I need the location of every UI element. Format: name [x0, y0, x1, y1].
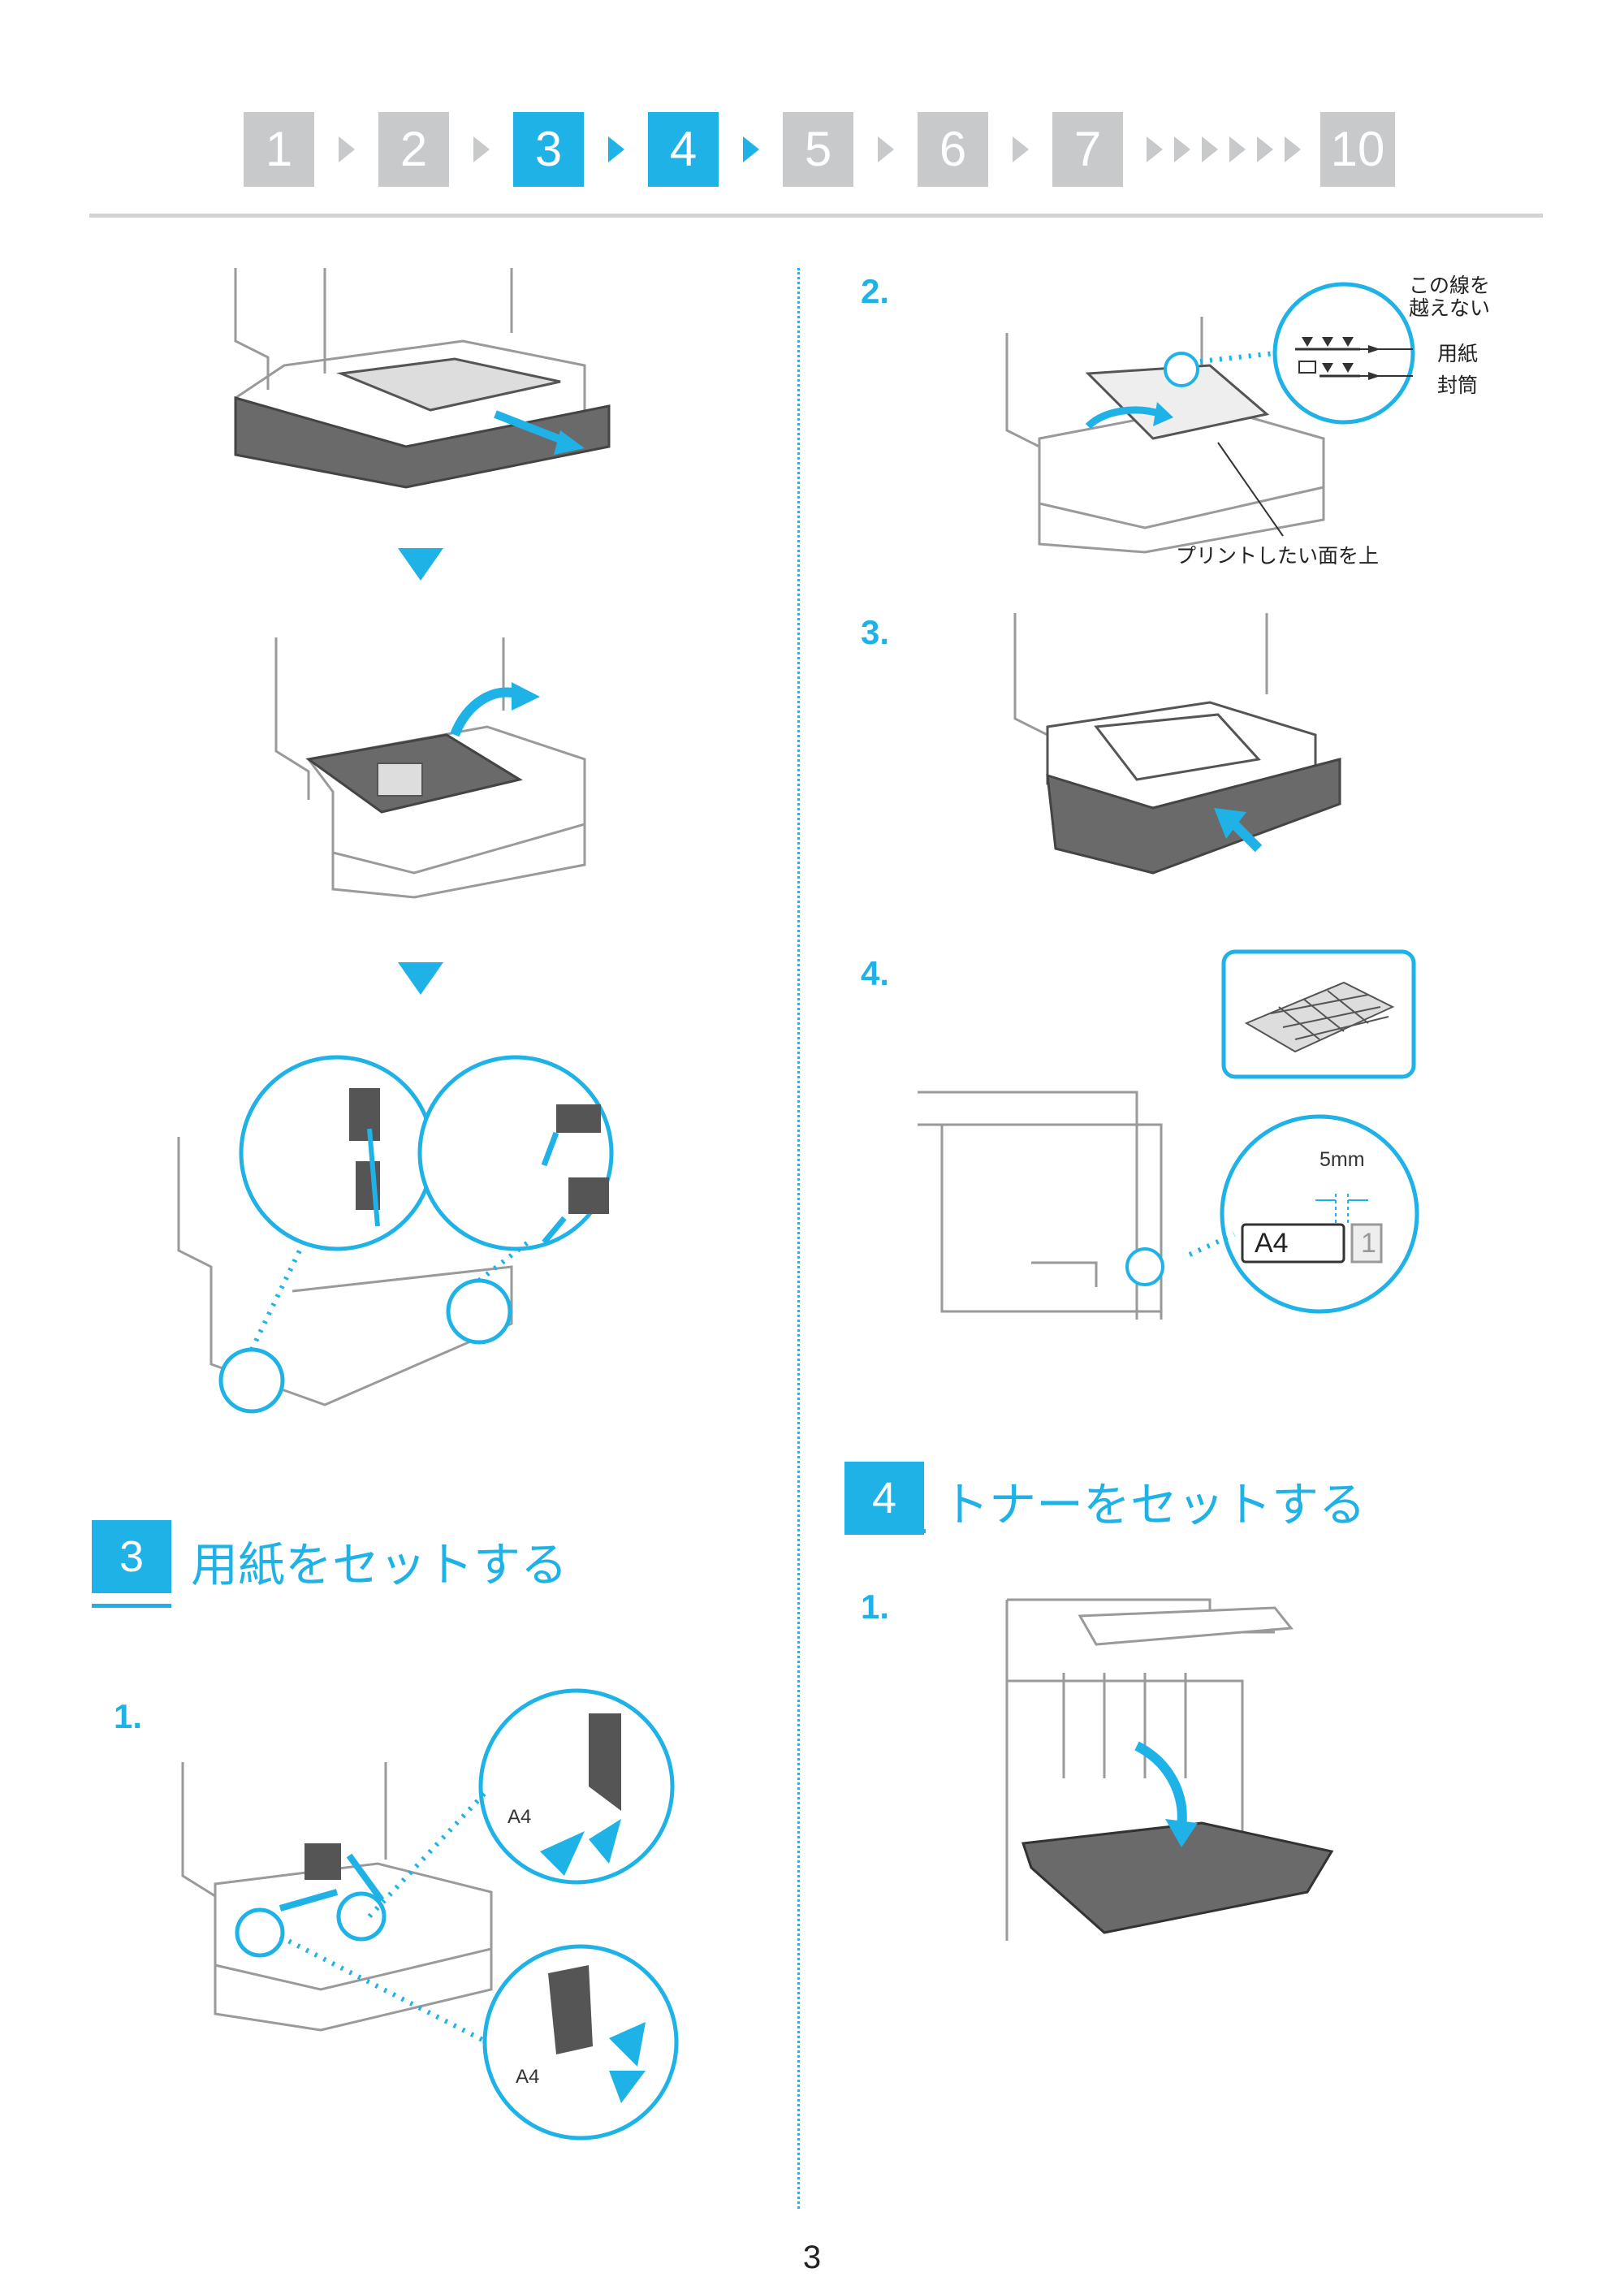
- section-3-step-1: 1.: [114, 1697, 143, 1735]
- flow-down-arrow: [398, 548, 443, 581]
- envelope-limit-label: 封筒: [1437, 374, 1479, 397]
- section-4-step-1: 1.: [861, 1588, 890, 1626]
- tray-pull-out-illustration: [234, 268, 611, 489]
- guide-a4-top-label: A4: [508, 1806, 531, 1828]
- load-paper-illustration: [1005, 282, 1415, 554]
- step-arrow: [1229, 136, 1246, 162]
- section-4-number: 4: [844, 1462, 924, 1535]
- step-arrow: [878, 136, 894, 162]
- step-4-number: 4.: [861, 954, 890, 992]
- step-7: 7: [1052, 112, 1123, 187]
- step-3: 3: [513, 112, 584, 187]
- step-arrow: [1202, 136, 1218, 162]
- size-mm-label: 5mm: [1320, 1148, 1365, 1171]
- section-4-underline: [844, 1529, 926, 1533]
- open-toner-door-illustration: [1005, 1598, 1334, 1941]
- close-tray-illustration: [1013, 613, 1341, 875]
- step-10: 10: [1320, 112, 1395, 187]
- step-6: 6: [918, 112, 988, 187]
- limit-line-label: この線を 越えない: [1409, 274, 1491, 320]
- section-3-number: 3: [92, 1520, 171, 1593]
- step-2: 2: [378, 112, 449, 187]
- step-arrow: [1257, 136, 1273, 162]
- step-4: 4: [648, 112, 719, 187]
- size-label-text: A4: [1255, 1228, 1289, 1259]
- step-2-number: 2.: [861, 272, 890, 310]
- step-1: 1: [244, 112, 314, 187]
- column-divider: [797, 268, 800, 2209]
- step-arrow: [473, 136, 490, 162]
- tray-open-lid-illustration: [274, 637, 586, 899]
- size-label-detail-circle: [1188, 1114, 1419, 1314]
- step-arrow: [1147, 136, 1163, 162]
- size-label-sheet-illustration: [1221, 949, 1416, 1079]
- guide-a4-bottom-label: A4: [516, 2066, 539, 2088]
- printer-front-illustration: [918, 1091, 1164, 1320]
- step-arrow: [1174, 136, 1190, 162]
- paper-guide-adjust-illustration: A4 A4: [181, 1688, 679, 2141]
- step-arrow: [743, 136, 759, 162]
- step-arrow: [339, 136, 355, 162]
- step-arrow: [1013, 136, 1029, 162]
- page-number: 3: [802, 2240, 822, 2275]
- step-arrow: [1285, 136, 1301, 162]
- step-3-number: 3.: [861, 613, 890, 651]
- section-3-underline: [92, 1604, 171, 1608]
- print-side-up-label: プリントしたい面を上: [1176, 544, 1380, 568]
- section-4-title: トナーをセットする: [942, 1477, 1367, 1532]
- step-arrow: [608, 136, 624, 162]
- section-3-title: 用紙をセットする: [191, 1537, 568, 1592]
- tray-number-label: 1: [1361, 1228, 1376, 1259]
- paper-limit-label: 用紙: [1437, 342, 1479, 365]
- header-divider: [89, 214, 1543, 218]
- step-5: 5: [783, 112, 853, 187]
- tray-guide-lock-illustration: [177, 1055, 614, 1414]
- flow-down-arrow: [398, 962, 443, 995]
